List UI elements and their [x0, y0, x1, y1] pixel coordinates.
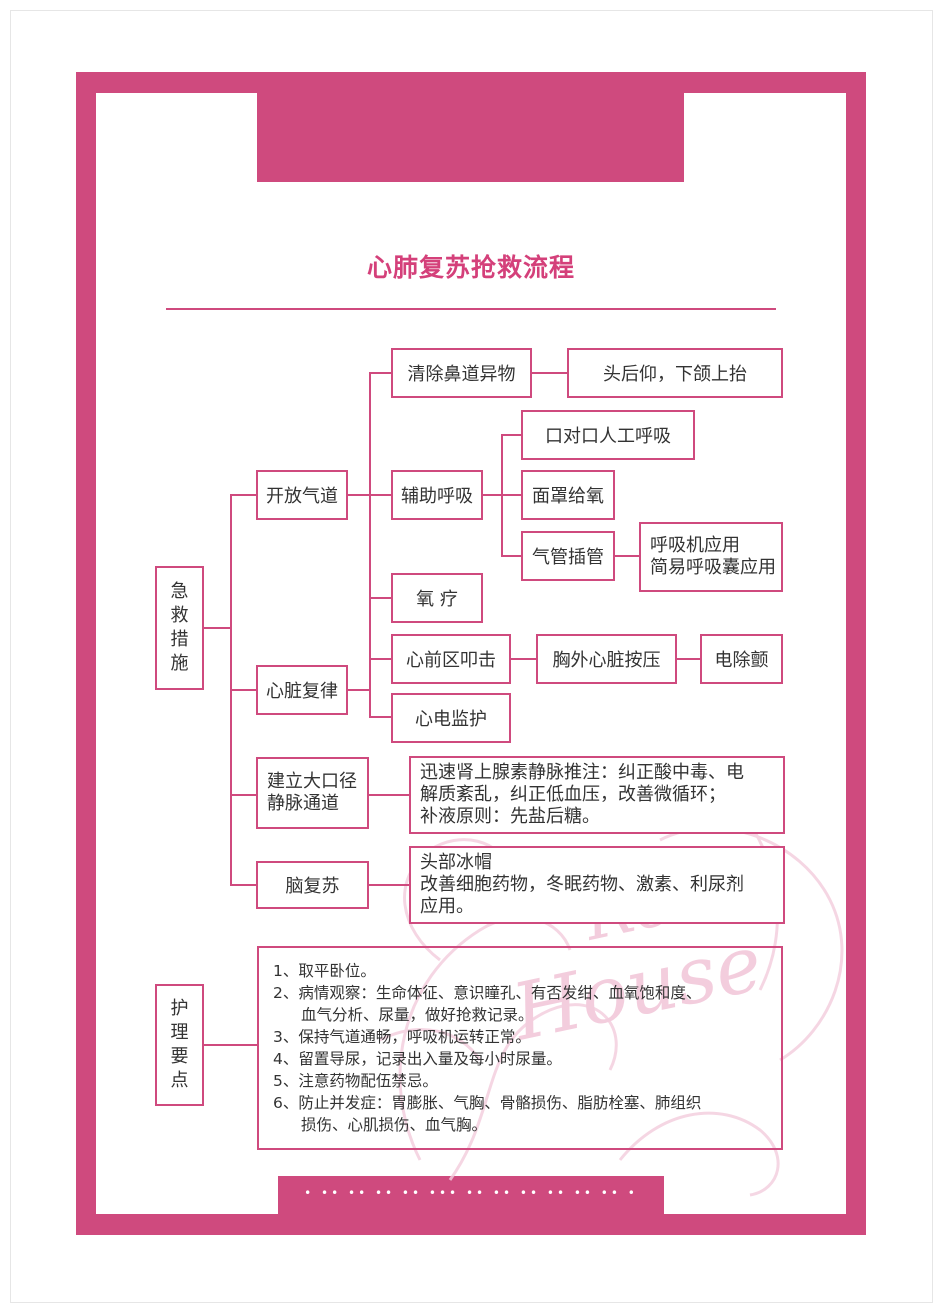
connector — [482, 494, 502, 496]
connector — [347, 494, 370, 496]
connector — [369, 597, 392, 599]
connector — [347, 689, 370, 691]
header-tab — [257, 93, 684, 182]
connector — [501, 434, 522, 436]
list-item: 4、留置导尿，记录出入量及每小时尿量。 — [273, 1048, 771, 1070]
node-intubation: 气管插管 — [521, 531, 615, 581]
node-clear-nasal-airway: 清除鼻道异物 — [391, 348, 532, 398]
title-divider — [166, 308, 776, 310]
root-emergency-measures: 急 救 措 施 — [155, 566, 204, 690]
connector — [614, 555, 640, 557]
nursing-points-label: 护 理 要 点 — [155, 984, 204, 1106]
connector — [676, 658, 701, 660]
nursing-points-list: 1、取平卧位。 2、病情观察：生命体征、意识瞳孔、有否发绀、血氧饱和度、 血气分… — [257, 946, 783, 1150]
connector — [369, 716, 392, 718]
connector — [369, 372, 392, 374]
node-iv-detail: 迅速肾上腺素静脉推注：纠正酸中毒、电 解质紊乱，纠正低血压，改善微循环； 补液原… — [409, 756, 785, 834]
list-item: 2、病情观察：生命体征、意识瞳孔、有否发绀、血氧饱和度、 血气分析、尿量，做好抢… — [273, 982, 771, 1026]
list-item: 5、注意药物配伍禁忌。 — [273, 1070, 771, 1092]
node-iv-access: 建立大口径 静脉通道 — [256, 757, 369, 829]
node-defibrillation: 电除颤 — [700, 634, 783, 684]
connector — [230, 689, 257, 691]
connector — [203, 627, 231, 629]
connector — [501, 494, 522, 496]
connector — [368, 884, 410, 886]
node-brain-detail: 头部冰帽 改善细胞药物，冬眠药物、激素、利尿剂 应用。 — [409, 846, 785, 924]
connector — [531, 372, 568, 374]
node-head-tilt-chin-lift: 头后仰，下颌上抬 — [567, 348, 783, 398]
node-ventilator: 呼吸机应用 简易呼吸囊应用 — [639, 522, 783, 592]
connector — [368, 794, 410, 796]
node-assisted-breathing: 辅助呼吸 — [391, 470, 483, 520]
connector — [230, 884, 257, 886]
connector — [369, 494, 392, 496]
connector — [230, 794, 257, 796]
node-cardiac-rhythm: 心脏复律 — [256, 665, 348, 715]
node-oxygen-therapy: 氧 疗 — [391, 573, 483, 623]
node-open-airway: 开放气道 — [256, 470, 348, 520]
footer-dots: • •• •• •• •• ••• •• •• •• •• •• •• • — [278, 1186, 664, 1200]
node-brain-resuscitation: 脑复苏 — [256, 861, 369, 909]
connector — [369, 658, 392, 660]
list-item: 1、取平卧位。 — [273, 960, 771, 982]
node-mouth-to-mouth: 口对口人工呼吸 — [521, 410, 695, 460]
connector — [510, 658, 537, 660]
node-ecg-monitoring: 心电监护 — [391, 693, 511, 743]
connector — [203, 1044, 257, 1046]
list-item: 3、保持气道通畅，呼吸机运转正常。 — [273, 1026, 771, 1048]
list-item: 6、防止并发症：胃膨胀、气胸、骨骼损伤、脂肪栓塞、肺组织 损伤、心肌损伤、血气胸… — [273, 1092, 771, 1136]
connector — [369, 372, 371, 717]
node-precordial-thump: 心前区叩击 — [391, 634, 511, 684]
connector — [501, 555, 522, 557]
connector — [230, 494, 257, 496]
node-chest-compression: 胸外心脏按压 — [536, 634, 677, 684]
node-mask-oxygen: 面罩给氧 — [521, 470, 615, 520]
page-title: 心肺复苏抢救流程 — [166, 248, 776, 284]
